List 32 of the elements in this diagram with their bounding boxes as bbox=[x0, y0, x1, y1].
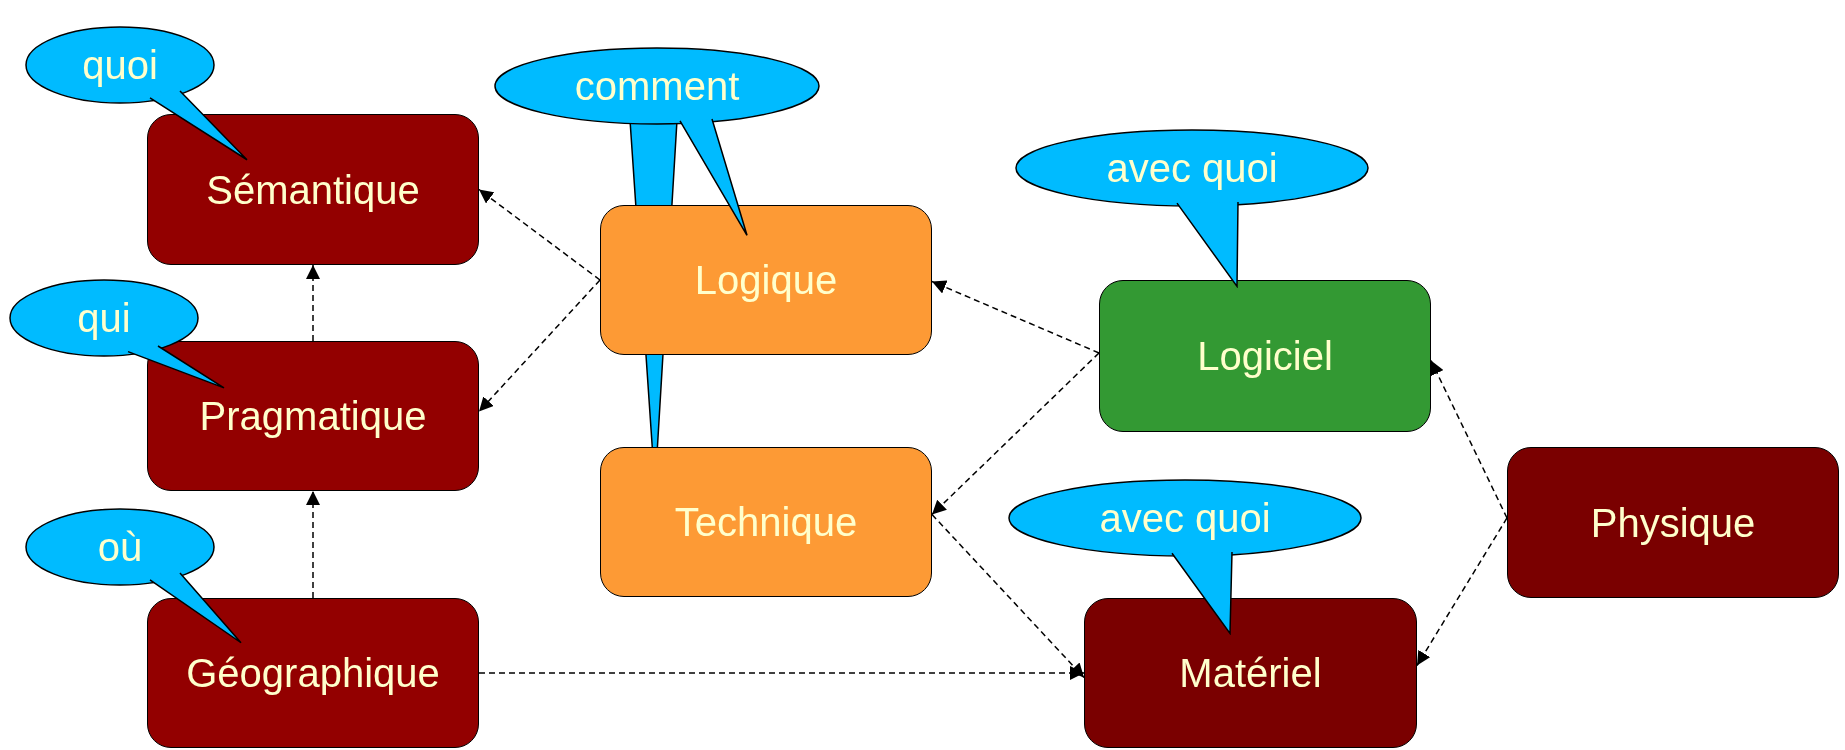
box-label: Logiciel bbox=[1197, 336, 1333, 376]
dashed-arrow bbox=[306, 264, 320, 342]
box-label: Pragmatique bbox=[199, 396, 427, 436]
process-box bbox=[1084, 598, 1417, 748]
process-box bbox=[1099, 280, 1431, 432]
process-box bbox=[147, 598, 479, 748]
dashed-arrow bbox=[931, 513, 1085, 679]
dashed-arrow bbox=[306, 490, 320, 599]
process-box bbox=[147, 341, 479, 491]
box-label: Géographique bbox=[186, 653, 440, 693]
process-box bbox=[600, 205, 932, 355]
box-label: Logique bbox=[694, 260, 838, 300]
dashed-arrow bbox=[478, 279, 601, 413]
box-label: Sémantique bbox=[206, 169, 420, 210]
dashed-arrow bbox=[1416, 517, 1508, 667]
process-box bbox=[1507, 447, 1839, 598]
dashed-arrow bbox=[931, 280, 1100, 354]
bubble-label: quoi bbox=[82, 45, 158, 85]
dashed-arrow bbox=[478, 188, 601, 281]
bubble-label: avec quoi bbox=[1106, 148, 1278, 188]
dashed-arrow bbox=[1430, 359, 1508, 519]
dashed-arrow bbox=[478, 666, 1085, 680]
bubble-label: où bbox=[97, 527, 143, 567]
box-label: Technique bbox=[674, 502, 858, 542]
bubble-label: qui bbox=[77, 298, 131, 338]
bubble-label: avec quoi bbox=[1099, 498, 1271, 538]
process-box bbox=[600, 447, 932, 597]
process-box bbox=[147, 114, 479, 265]
box-label: Physique bbox=[1590, 502, 1756, 543]
bubble-label: comment bbox=[574, 66, 740, 106]
dashed-arrow bbox=[931, 352, 1100, 516]
box-label: Matériel bbox=[1179, 653, 1322, 693]
